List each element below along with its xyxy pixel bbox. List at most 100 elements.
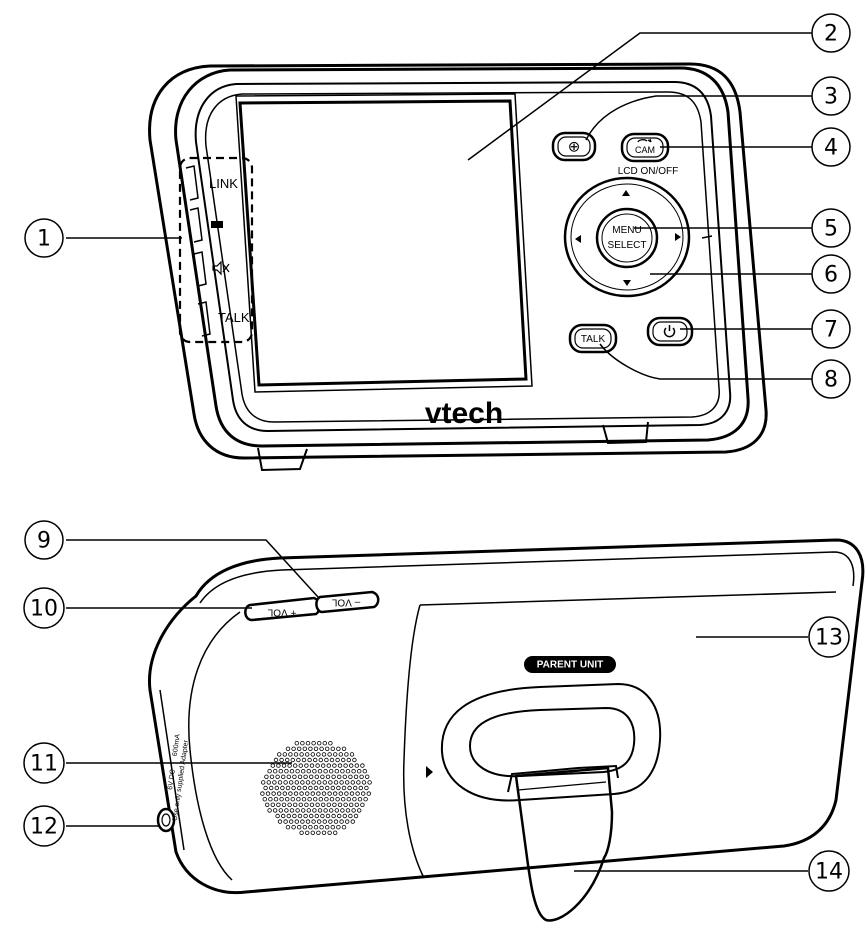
speaker-hole xyxy=(330,825,335,830)
speaker-hole xyxy=(276,802,281,807)
dc-rating-label: 6V DC xyxy=(167,769,177,790)
speaker-hole xyxy=(285,785,291,791)
front-shell-back xyxy=(148,62,768,460)
speaker-hole xyxy=(325,825,330,830)
kickstand-edge xyxy=(517,781,607,791)
speaker-hole xyxy=(317,819,322,824)
speaker-hole xyxy=(343,802,348,807)
speaker-hole xyxy=(338,791,343,796)
speaker-hole xyxy=(264,774,269,779)
speaker-hole xyxy=(331,774,336,779)
speaker-hole xyxy=(318,797,323,802)
nav-left-arrow[interactable] xyxy=(575,235,581,243)
back-body-left-edge xyxy=(159,689,185,851)
talk-button[interactable]: TALK xyxy=(568,323,618,354)
speaker-hole xyxy=(289,808,295,813)
speaker-hole xyxy=(321,830,327,835)
speaker-hole xyxy=(301,797,307,802)
callout-1-number: 1 xyxy=(37,227,51,252)
speaker-hole xyxy=(352,757,357,763)
speaker-hole xyxy=(283,819,288,824)
speaker-hole xyxy=(287,802,292,807)
speaker-hole xyxy=(328,741,333,746)
speaker-hole xyxy=(267,769,272,774)
nav-up-arrow[interactable] xyxy=(622,190,630,196)
speaker-hole xyxy=(307,757,312,763)
speaker-hole xyxy=(329,757,335,763)
nav-down-arrow[interactable] xyxy=(623,280,631,286)
speaker-hole xyxy=(342,813,347,819)
kickstand[interactable] xyxy=(514,766,614,922)
speaker-hole xyxy=(351,808,356,813)
speaker-hole xyxy=(325,785,330,791)
speaker-hole xyxy=(353,813,359,819)
speaker-hole xyxy=(310,830,315,835)
speaker-hole xyxy=(338,752,343,757)
speaker-hole xyxy=(300,780,305,785)
speaker-hole xyxy=(359,774,364,779)
speaker-hole xyxy=(324,797,329,802)
speaker-mute-icon xyxy=(212,260,230,276)
speaker-hole xyxy=(288,791,293,796)
dc-input-jack[interactable] xyxy=(156,807,176,833)
speaker-hole xyxy=(297,746,302,751)
side-button-mute[interactable] xyxy=(193,251,230,287)
speaker-hole xyxy=(325,746,330,751)
speaker-hole xyxy=(339,780,344,785)
speaker-hole xyxy=(325,813,331,819)
speaker-hole xyxy=(341,825,347,830)
callout-3: 3 xyxy=(811,76,851,116)
speaker-hole xyxy=(346,757,351,763)
speaker-hole xyxy=(278,769,283,774)
menu-select-button[interactable]: MENU SELECT xyxy=(595,207,659,269)
leader-9 xyxy=(66,539,319,598)
speaker-hole xyxy=(323,769,328,774)
volume-down-button[interactable]: – VOL xyxy=(315,590,380,614)
speaker-hole xyxy=(331,813,336,819)
speaker-hole xyxy=(263,785,268,791)
speaker-hole xyxy=(342,774,347,779)
callout-5: 5 xyxy=(811,208,851,248)
speaker-hole xyxy=(322,741,327,746)
speaker-hole xyxy=(357,769,362,774)
side-button-display[interactable] xyxy=(189,207,223,243)
speaker-hole xyxy=(288,752,293,757)
speaker-hole xyxy=(290,757,295,763)
callout-1: 1 xyxy=(24,218,64,258)
speaker-hole xyxy=(272,780,277,785)
speaker-hole xyxy=(325,774,331,779)
speaker-hole xyxy=(299,791,304,796)
speaker-hole xyxy=(300,741,305,746)
zoom-button[interactable]: ⊕ xyxy=(551,131,597,162)
speaker-hole xyxy=(313,746,319,751)
speaker-hole xyxy=(293,802,298,807)
volume-up-button[interactable]: + VOL xyxy=(244,596,321,622)
speaker-hole xyxy=(305,819,311,824)
speaker-hole xyxy=(282,752,287,757)
speaker-hole xyxy=(341,797,346,802)
speaker-hole xyxy=(309,802,315,807)
front-view: LINK TALK ⊕ CAM xyxy=(148,62,768,472)
callout-3-number: 3 xyxy=(824,85,838,110)
speaker-hole xyxy=(277,752,282,757)
speaker-hole xyxy=(285,757,290,763)
callout-12: 12 xyxy=(23,805,65,847)
speaker-hole xyxy=(311,741,316,746)
speaker-hole xyxy=(362,769,367,774)
nav-right-arrow[interactable] xyxy=(675,233,681,241)
side-button-talk[interactable]: TALK xyxy=(197,301,250,337)
speaker-hole xyxy=(267,808,272,813)
speaker-hole xyxy=(350,819,355,824)
speaker-hole xyxy=(324,757,329,763)
back-rear-panel xyxy=(402,604,425,879)
speaker-hole xyxy=(301,757,307,763)
speaker-hole xyxy=(341,757,346,763)
speaker-hole xyxy=(335,757,340,763)
speaker-hole xyxy=(367,780,372,785)
side-button-link[interactable]: LINK xyxy=(185,165,238,201)
callout-9-number: 9 xyxy=(37,529,51,554)
callout-2: 2 xyxy=(811,13,851,53)
power-button[interactable] xyxy=(646,316,694,347)
speaker-hole xyxy=(333,791,338,796)
speaker-hole xyxy=(329,808,334,813)
